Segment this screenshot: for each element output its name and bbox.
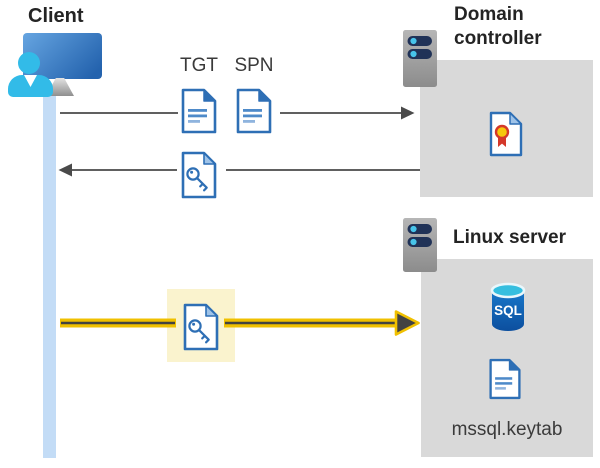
- keytab-key-document-icon: [183, 303, 219, 351]
- certificate-document-icon: [489, 111, 523, 157]
- client-to-dc-arrowhead-icon: [401, 106, 415, 120]
- client-label: Client: [28, 5, 84, 27]
- sql-badge-text: SQL: [494, 303, 522, 318]
- sql-database-icon: SQL: [490, 282, 526, 331]
- ticket-key-document-icon: [181, 151, 217, 199]
- client-to-linux-arrowhead-icon: [394, 310, 420, 336]
- spn-label: SPN: [234, 55, 274, 76]
- domain-controller-label: Domain controller: [454, 4, 542, 49]
- linux-server-server-icon: [403, 218, 437, 272]
- tgt-document-icon: [181, 88, 217, 134]
- client-to-linux-arrow: [60, 310, 420, 336]
- domain-controller-server-icon: [403, 30, 437, 87]
- tgt-label: TGT: [180, 55, 218, 76]
- client-person-icon: [18, 52, 40, 74]
- keytab-file-label: mssql.keytab: [451, 419, 563, 440]
- dc-to-client-arrowhead-icon: [58, 163, 72, 177]
- client-lifeline: [43, 94, 56, 458]
- linux-server-label: Linux server: [453, 227, 566, 248]
- keytab-document-icon: [489, 358, 521, 400]
- spn-document-icon: [236, 88, 272, 134]
